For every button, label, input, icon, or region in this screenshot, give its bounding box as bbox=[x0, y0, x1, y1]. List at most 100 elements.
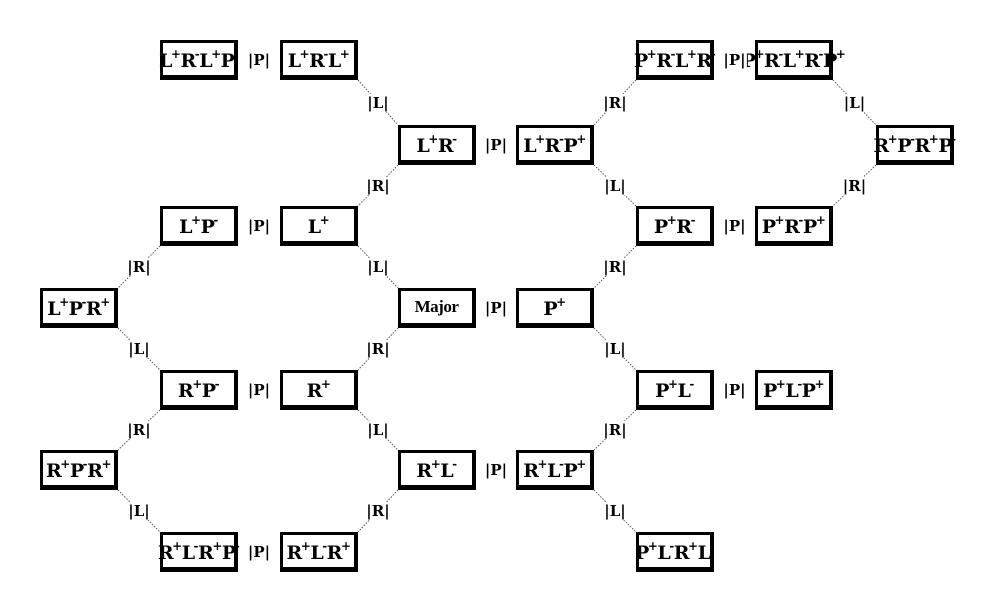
node-label-token: P- bbox=[938, 132, 956, 157]
node-label-token: R- bbox=[656, 47, 675, 72]
node-label-token: L- bbox=[310, 539, 327, 564]
node-label-token: R- bbox=[544, 132, 564, 157]
node-label-token: P+ bbox=[801, 377, 825, 402]
node-lprmlp: L+R-L+ bbox=[280, 40, 358, 80]
node-lppmrp: L+P-R+ bbox=[40, 288, 118, 328]
edge-label-p: |P| bbox=[722, 51, 747, 69]
node-label-token: R+ bbox=[306, 377, 331, 402]
node-label-token: R- bbox=[764, 47, 783, 72]
edge-label-r: |R| bbox=[365, 176, 391, 195]
node-label-token: L+ bbox=[307, 213, 330, 238]
node-label-token: L- bbox=[657, 539, 674, 564]
edge-label-p: |P| bbox=[483, 299, 509, 317]
edge-label-p: |P| bbox=[722, 381, 747, 399]
edge-label-l: |L| bbox=[366, 421, 390, 439]
edge-line bbox=[357, 164, 399, 207]
edge-label-l: |L| bbox=[842, 93, 867, 112]
node-label-token: P- bbox=[68, 295, 87, 320]
node-rppmrp: R+P-R+ bbox=[40, 450, 118, 490]
edge-line bbox=[357, 327, 399, 371]
node-label-token: P+ bbox=[633, 47, 657, 72]
node-label-token: P+ bbox=[655, 377, 678, 402]
edge-line bbox=[593, 245, 637, 289]
node-label-token: R- bbox=[180, 47, 200, 72]
node-label-token: P- bbox=[201, 377, 220, 402]
node-label-token: R+ bbox=[87, 457, 111, 482]
node-label-token: L+ bbox=[416, 132, 438, 157]
edge-line bbox=[117, 245, 161, 289]
edge-line bbox=[593, 489, 637, 533]
node-label-token: P+ bbox=[653, 213, 677, 238]
node-label-token: R+ bbox=[198, 539, 222, 564]
node-label-token: L+ bbox=[287, 47, 310, 72]
node-label-token: L- bbox=[697, 539, 715, 564]
node-label-token: R+ bbox=[326, 539, 351, 564]
node-label-token: R+ bbox=[416, 457, 441, 482]
node-label-token: P+ bbox=[802, 213, 826, 238]
node-label-token: R- bbox=[696, 47, 716, 72]
node-label-token: R+ bbox=[673, 539, 698, 564]
node-label-token: P+ bbox=[762, 377, 786, 402]
edge-label-p: |P| bbox=[722, 217, 747, 235]
node-label-token: L+ bbox=[523, 132, 545, 157]
edge-label-r: |R| bbox=[126, 421, 152, 439]
edge-label-l: |L| bbox=[366, 258, 390, 276]
edge-line bbox=[593, 327, 637, 371]
node-label-token: R+ bbox=[177, 377, 202, 402]
edge-line bbox=[357, 245, 399, 289]
node-label-token: L+ bbox=[782, 47, 805, 72]
edge-label-l: |L| bbox=[366, 93, 390, 112]
node-label-token: P+ bbox=[823, 47, 846, 72]
node-label-token: P+ bbox=[543, 295, 566, 320]
node-label-token: R+ bbox=[914, 132, 939, 157]
node-pplmrplm: P+L-R+L- bbox=[635, 532, 715, 572]
node-label-token: P- bbox=[200, 213, 219, 238]
node-pprm: P+R- bbox=[636, 206, 714, 246]
node-rplmrp: R+L-R+ bbox=[280, 532, 358, 572]
node-pp: P+ bbox=[516, 288, 594, 328]
node-label-token: L+ bbox=[327, 47, 350, 72]
node-label-token: L+ bbox=[199, 47, 221, 72]
node-label-token: P- bbox=[69, 457, 88, 482]
node-pplm: P+L- bbox=[636, 370, 714, 410]
edge-label-l: |L| bbox=[603, 340, 627, 358]
node-label-token: P+ bbox=[563, 132, 586, 157]
node-label-token: P- bbox=[221, 539, 240, 564]
node-label-token: R+ bbox=[286, 539, 311, 564]
node-label-token: L- bbox=[677, 377, 695, 402]
node-label-token: R+ bbox=[157, 539, 182, 564]
edge-label-r: |R| bbox=[602, 421, 628, 439]
node-label-token: R+ bbox=[85, 295, 110, 320]
edge-label-l: |L| bbox=[127, 502, 151, 520]
edge-label-p: |P| bbox=[483, 461, 509, 479]
node-label-token: R- bbox=[804, 47, 823, 72]
node-label-token: R- bbox=[676, 213, 696, 238]
edge-label-p: |P| bbox=[246, 51, 272, 69]
edge-label-r: |R| bbox=[602, 93, 628, 112]
node-label-token: R- bbox=[437, 132, 457, 157]
edge-line bbox=[832, 164, 877, 207]
edge-label-p: |P| bbox=[246, 543, 272, 561]
edge-label-l: |L| bbox=[603, 176, 627, 195]
node-label-token: R+ bbox=[873, 132, 898, 157]
edge-label-r: |R| bbox=[365, 340, 391, 358]
node-label-token: R+ bbox=[523, 457, 548, 482]
edge-line bbox=[357, 489, 399, 533]
node-label-token: P- bbox=[220, 47, 239, 72]
node-lppm: L+P- bbox=[160, 206, 238, 246]
node-label-token: P- bbox=[897, 132, 915, 157]
node-label-token: L- bbox=[785, 377, 802, 402]
node-major: Major bbox=[398, 288, 476, 328]
node-rp: R+ bbox=[280, 370, 358, 410]
node-label-token: L- bbox=[440, 457, 457, 482]
node-label-token: L+ bbox=[47, 295, 69, 320]
node-label-token: P+ bbox=[761, 213, 785, 238]
edge-line bbox=[117, 327, 161, 371]
edge-label-r: |R| bbox=[602, 258, 628, 276]
edge-label-r: |R| bbox=[126, 258, 152, 276]
node-label-token: L+ bbox=[674, 47, 697, 72]
edge-label-r: |R| bbox=[365, 502, 391, 520]
edge-label-p: |P| bbox=[483, 136, 509, 154]
node-rplmpp: R+L-P+ bbox=[516, 450, 594, 490]
